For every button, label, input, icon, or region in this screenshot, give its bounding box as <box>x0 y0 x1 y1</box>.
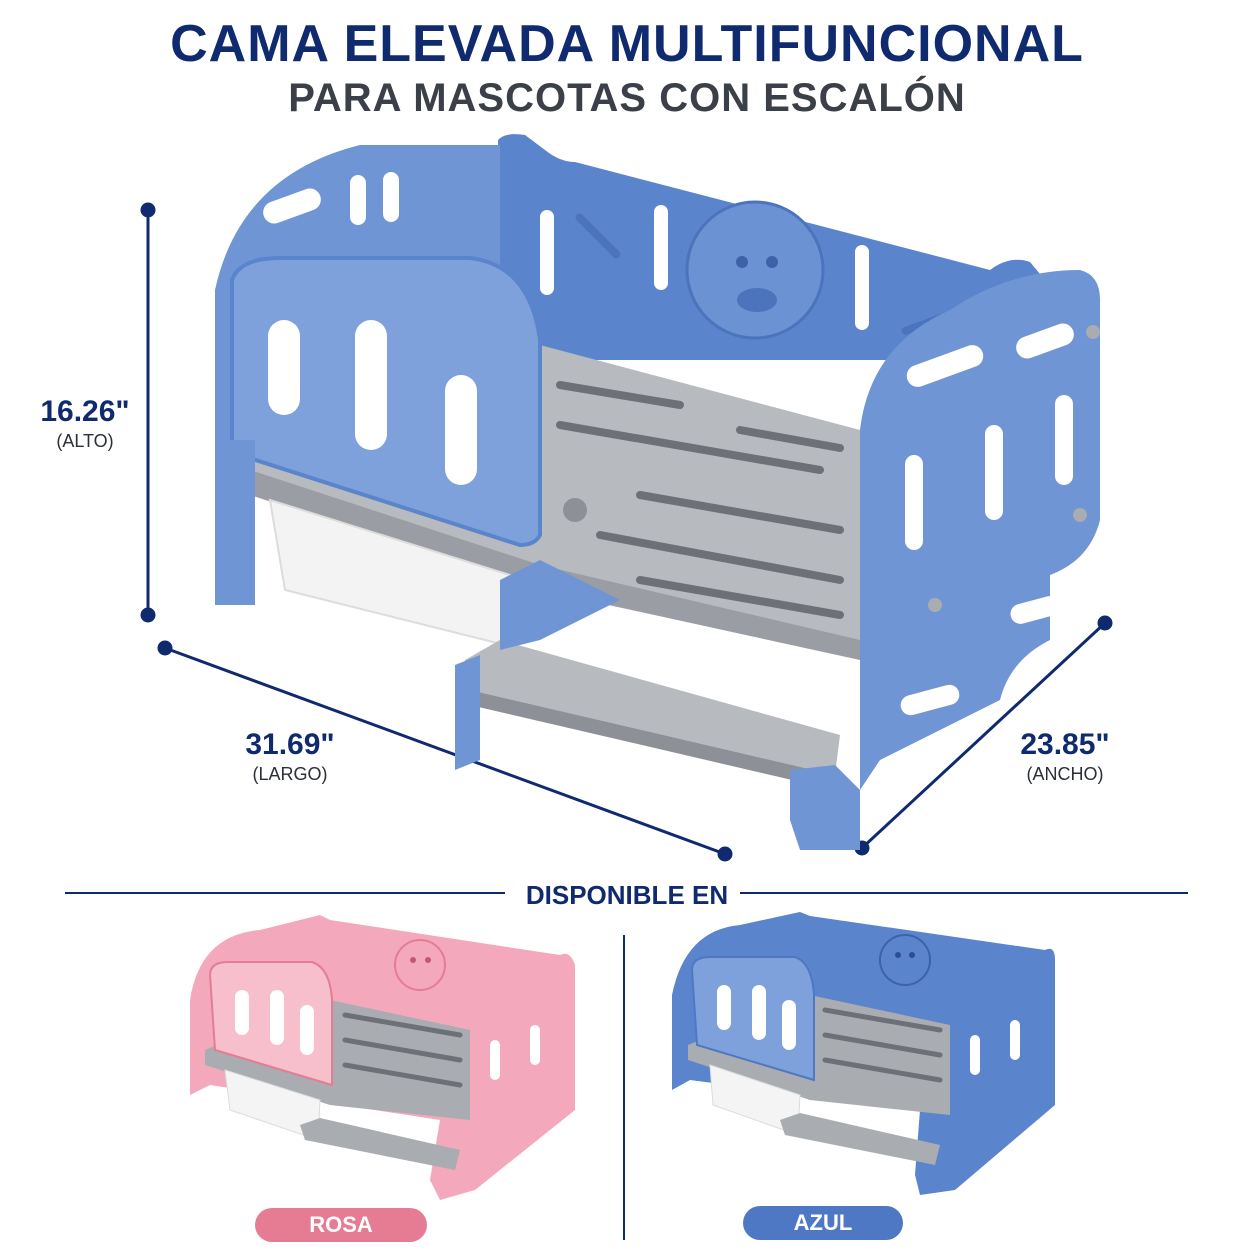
height-dimension: 16.26" (ALTO) <box>30 395 140 452</box>
page-title: CAMA ELEVADA MULTIFUNCIONAL <box>170 15 1084 73</box>
color-option-label: AZUL <box>793 1210 853 1235</box>
availability-heading: DISPONIBLE EN <box>0 880 1254 911</box>
width-value: 23.85" <box>1020 728 1110 761</box>
main-bed-image <box>215 134 1100 850</box>
width-label: (ANCHO) <box>1026 764 1104 784</box>
height-dimension-line <box>140 202 156 623</box>
width-dimension: 23.85" (ANCHO) <box>1000 728 1130 785</box>
color-option-label: ROSA <box>309 1212 373 1237</box>
pink-bed-image <box>190 915 575 1200</box>
color-option-azul[interactable]: AZUL <box>743 1206 903 1240</box>
color-option-rosa[interactable]: ROSA <box>255 1208 427 1242</box>
length-dimension-line <box>157 640 733 862</box>
length-dimension: 31.69" (LARGO) <box>225 728 355 785</box>
blue-bed-image <box>672 912 1055 1195</box>
length-value: 31.69" <box>245 728 335 761</box>
height-label: (ALTO) <box>56 431 114 451</box>
length-label: (LARGO) <box>252 764 328 784</box>
page-subtitle: PARA MASCOTAS CON ESCALÓN <box>288 76 966 120</box>
height-value: 16.26" <box>40 395 130 428</box>
